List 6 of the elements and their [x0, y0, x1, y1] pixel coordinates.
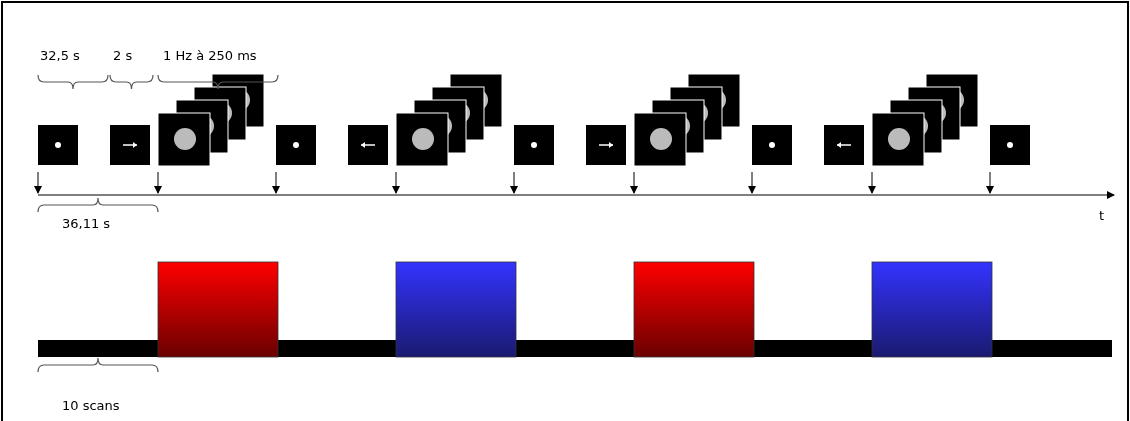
duration-label: 32,5 s [40, 48, 80, 64]
duration-label: 36,11 s [62, 216, 111, 232]
duration-label: 2 s [113, 48, 133, 64]
duration-label: 1 Hz à 250 ms [163, 48, 257, 64]
duration-label: 10 scans [62, 398, 120, 414]
axis-label: t [1099, 208, 1105, 224]
